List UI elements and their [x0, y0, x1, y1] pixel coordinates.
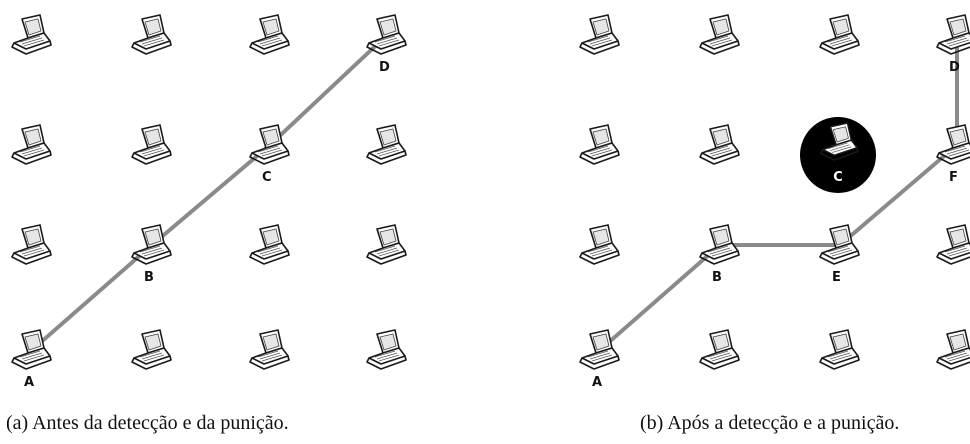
- node-label-b-d: D: [949, 60, 960, 75]
- laptop-icon: [366, 224, 407, 265]
- laptop-icon: [249, 329, 290, 370]
- laptop-icon: [11, 224, 52, 265]
- node-label-b-b: B: [712, 270, 722, 285]
- laptop-icon: [249, 14, 290, 55]
- laptop-icon: [579, 224, 620, 265]
- node-label-b-e: E: [832, 270, 841, 285]
- link-b-e-f: [838, 143, 959, 247]
- link-a-a-b: [30, 243, 154, 352]
- laptop-icon: [11, 124, 52, 165]
- laptop-icon: [819, 329, 860, 370]
- laptop-icon: [249, 224, 290, 265]
- laptop-icon: [699, 14, 740, 55]
- caption-panel-b: (b) Após a detecção e a punição.: [640, 412, 900, 434]
- laptop-icon: [366, 329, 407, 370]
- node-label-a-d: D: [379, 60, 390, 75]
- link-b-a-b: [598, 243, 722, 352]
- laptop-icon: [131, 329, 172, 370]
- laptop-icon: [579, 124, 620, 165]
- laptop-icon: [366, 124, 407, 165]
- laptop-icon: [131, 14, 172, 55]
- laptop-icon: [936, 224, 970, 265]
- node-label-a-a: A: [24, 375, 34, 390]
- caption-panel-a: (a) Antes da detecção e da punição.: [6, 412, 289, 434]
- link-a-b-c: [150, 143, 272, 247]
- laptop-icon: [936, 329, 970, 370]
- network-diagram: A B C D C A B D E F: [11, 14, 970, 390]
- laptop-icon: [11, 14, 52, 55]
- node-label-b-c: C: [833, 170, 843, 185]
- laptop-icon: [131, 124, 172, 165]
- laptop-icon: [579, 14, 620, 55]
- laptop-icon: [819, 14, 860, 55]
- node-label-a-c: C: [262, 170, 272, 185]
- laptop-icon: [699, 329, 740, 370]
- node-label-b-f: F: [949, 170, 958, 185]
- laptop-icon: [699, 124, 740, 165]
- node-label-a-b: B: [144, 270, 154, 285]
- laptop-icon: [936, 14, 970, 55]
- node-label-b-a: A: [592, 375, 602, 390]
- link-a-c-d: [268, 33, 389, 147]
- removed-node-highlight: [800, 117, 876, 193]
